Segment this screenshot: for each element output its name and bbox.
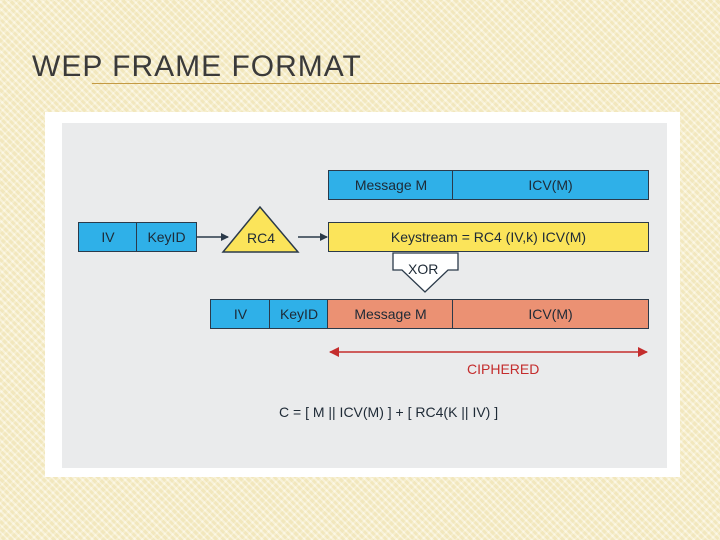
output-iv-box: IV bbox=[210, 299, 271, 329]
xor-label: XOR bbox=[408, 261, 439, 277]
output-iv-label: IV bbox=[233, 306, 248, 322]
message-m-box: Message M bbox=[328, 170, 454, 200]
ciphered-label: CIPHERED bbox=[467, 361, 540, 377]
keystream-box: Keystream = RC4 (IV,k) ICV(M) bbox=[328, 222, 649, 252]
keyid-label: KeyID bbox=[147, 229, 186, 245]
output-keyid-label: KeyID bbox=[279, 306, 319, 322]
slide-title: WEP FRAME FORMAT bbox=[32, 50, 362, 83]
rc4-label: RC4 bbox=[247, 230, 276, 246]
keystream-label: Keystream = RC4 (IV,k) ICV(M) bbox=[390, 229, 587, 245]
icv-box: ICV(M) bbox=[452, 170, 649, 200]
output-icv-label: ICV(M) bbox=[528, 306, 573, 322]
output-message-box: Message M bbox=[327, 299, 454, 329]
title-underline bbox=[92, 83, 720, 84]
output-keyid-box: KeyID bbox=[269, 299, 329, 329]
rc4-triangle bbox=[221, 205, 300, 253]
encryption-formula: C = [ M || ICV(M) ] + [ RC4(K || IV) ] bbox=[279, 404, 499, 420]
output-message-label: Message M bbox=[354, 306, 427, 322]
icv-label: ICV(M) bbox=[528, 177, 573, 193]
output-icv-box: ICV(M) bbox=[452, 299, 649, 329]
message-m-label: Message M bbox=[354, 177, 428, 193]
iv-box: IV bbox=[78, 222, 138, 252]
iv-label: IV bbox=[101, 229, 115, 245]
keyid-box: KeyID bbox=[136, 222, 197, 252]
xor-arrow-shape bbox=[392, 252, 459, 293]
